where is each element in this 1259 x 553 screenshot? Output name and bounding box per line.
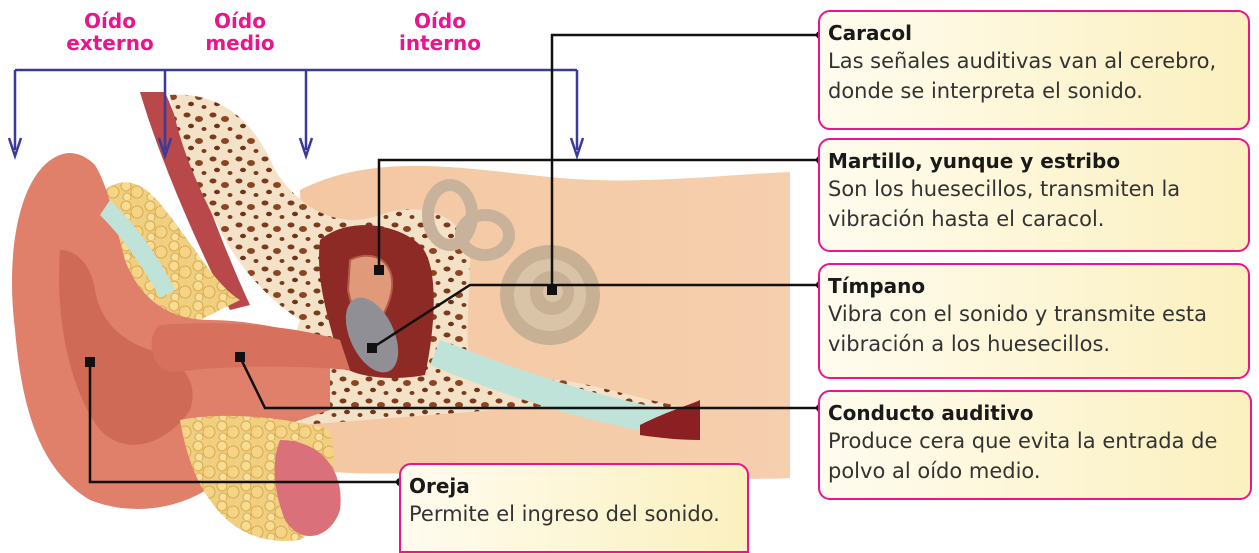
callout-title: Oreja: [409, 473, 741, 499]
region-label-outer-ear: Oído externo: [50, 10, 170, 54]
callout-title: Tímpano: [828, 273, 1242, 299]
leader-huesecillos-marker: [374, 265, 384, 275]
callout-title: Caracol: [828, 20, 1242, 46]
callout-conducto: Conducto auditivo Produce cera que evita…: [818, 390, 1252, 500]
callout-title: Martillo, yunque y estribo: [828, 148, 1242, 174]
callout-description: Permite el ingreso del sonido.: [409, 499, 741, 529]
region-bracket: [9, 70, 583, 156]
callout-description: Vibra con el sonido y transmite esta vib…: [828, 299, 1242, 359]
leader-caracol-marker: [547, 285, 557, 295]
callout-title: Conducto auditivo: [828, 400, 1244, 426]
callout-oreja: Oreja Permite el ingreso del sonido.: [399, 463, 749, 553]
callout-caracol: Caracol Las señales auditivas van al cer…: [818, 10, 1250, 130]
callout-huesecillos: Martillo, yunque y estribo Son los huese…: [818, 138, 1250, 252]
leader-conducto-marker: [235, 352, 245, 362]
region-label-inner-ear: Oído interno: [380, 10, 500, 54]
leader-timpano-marker: [367, 343, 377, 353]
callout-description: Produce cera que evita la entrada de pol…: [828, 426, 1244, 486]
region-label-middle-ear: Oído medio: [185, 10, 295, 54]
callout-timpano: Tímpano Vibra con el sonido y transmite …: [818, 263, 1250, 379]
leader-oreja-marker: [85, 357, 95, 367]
callout-description: Son los huesecillos, transmiten la vibra…: [828, 174, 1242, 234]
callout-description: Las señales auditivas van al cerebro, do…: [828, 46, 1242, 106]
